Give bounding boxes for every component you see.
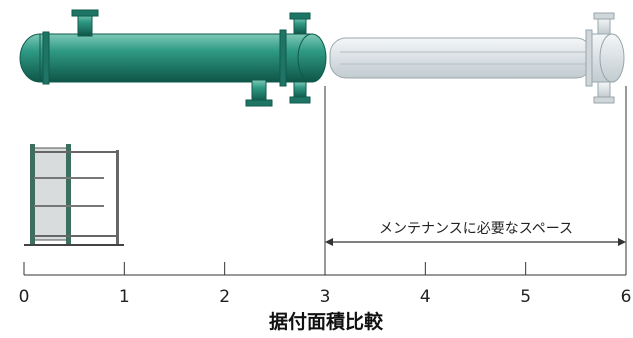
- axis-tick-label: 5: [520, 287, 531, 307]
- axis-tick-label: 3: [320, 287, 331, 307]
- shell-and-tube-exchanger: [19, 9, 327, 107]
- axis-tick-label: 4: [420, 287, 431, 307]
- axis-tick-label: 6: [621, 287, 632, 307]
- maintenance-span-arrow: [325, 238, 626, 246]
- axis-tick-label: 1: [119, 287, 130, 307]
- axis-tick-label: 0: [19, 287, 30, 307]
- maintenance-space-label: メンテナンスに必要なスペース: [379, 221, 573, 237]
- tube-bundle-removal-ghost: [329, 12, 625, 104]
- axis-tick-label: 2: [219, 287, 230, 307]
- axis-title: 据付面積比較: [269, 310, 384, 333]
- area-axis-ticks: 0 1 2 3 4 5 6: [19, 262, 632, 307]
- plate-heat-exchanger: [24, 144, 124, 246]
